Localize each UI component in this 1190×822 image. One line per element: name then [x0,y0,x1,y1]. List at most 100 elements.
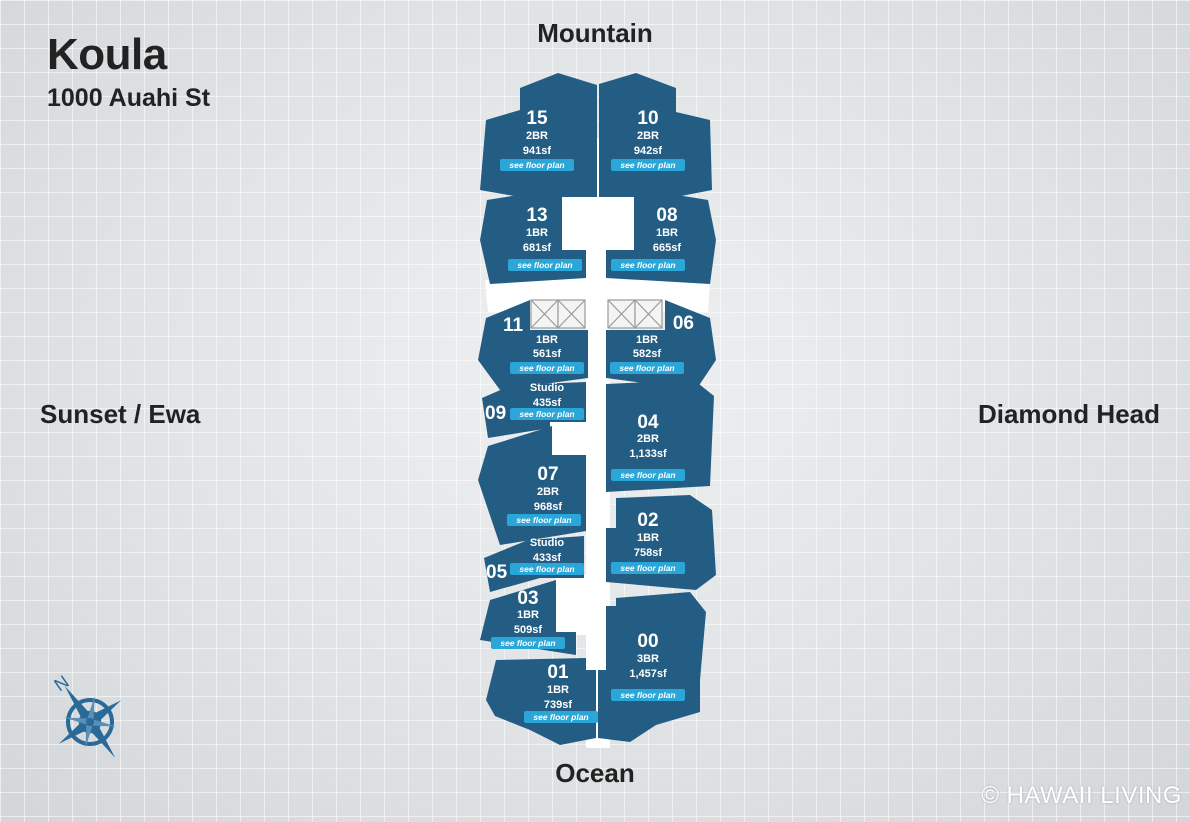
see-floor-plan-button[interactable]: see floor plan [611,259,685,271]
see-floor-plan-button[interactable]: see floor plan [510,362,584,374]
see-floor-plan-button[interactable]: see floor plan [524,711,598,723]
unit-number: 02 [637,510,658,531]
unit-type: 3BR [637,653,659,665]
floor-plan-button-label[interactable]: see floor plan [519,409,574,419]
floor-plan-button-bg[interactable] [611,689,685,701]
floor-plan-button-bg[interactable] [500,159,574,171]
floor-plan-button-label[interactable]: see floor plan [519,363,574,373]
unit-type: 2BR [537,486,559,498]
floor-plan-button-label[interactable]: see floor plan [519,564,574,574]
unit-type: Studio [530,382,564,394]
unit-size: 942sf [634,145,662,157]
see-floor-plan-button[interactable]: see floor plan [611,469,685,481]
floor-plan-button-bg[interactable] [510,362,584,374]
floor-plan-button-label[interactable]: see floor plan [620,563,675,573]
unit-type: 1BR [636,334,658,346]
direction-diamond-head: Diamond Head [977,399,1160,429]
see-floor-plan-button[interactable]: see floor plan [510,408,584,420]
floor-plan-button-bg[interactable] [611,259,685,271]
unit-type: 1BR [536,334,558,346]
building-name: Koula [47,30,167,79]
see-floor-plan-button[interactable]: see floor plan [611,689,685,701]
floor-plan-button-bg[interactable] [510,408,584,420]
unit-size: 665sf [653,242,681,254]
floor-plan-button-label[interactable]: see floor plan [619,363,674,373]
unit-03[interactable] [480,580,576,655]
unit-size: 1,133sf [629,448,667,460]
unit-number: 15 [526,108,548,129]
unit-02[interactable] [606,495,716,590]
unit-number: 09 [485,403,506,424]
unit-01[interactable] [486,658,596,745]
floor-plan-button-bg[interactable] [508,259,582,271]
see-floor-plan-button[interactable]: see floor plan [611,159,685,171]
see-floor-plan-button[interactable]: see floor plan [510,563,584,575]
unit-number: 08 [656,205,677,226]
direction-sunset-ewa: Sunset / Ewa [40,399,201,429]
floor-plan-button-label[interactable]: see floor plan [533,712,588,722]
unit-size: 509sf [514,624,542,636]
unit-type: 2BR [637,130,659,142]
see-floor-plan-button[interactable]: see floor plan [491,637,565,649]
unit-number: 13 [526,205,547,226]
unit-size: 968sf [534,501,562,513]
unit-number: 10 [637,108,658,129]
floor-plan-button-label[interactable]: see floor plan [620,160,675,170]
floor-plan-button-bg[interactable] [611,469,685,481]
watermark: © HAWAII LIVING [981,782,1182,809]
see-floor-plan-button[interactable]: see floor plan [508,259,582,271]
floor-plan-button-bg[interactable] [507,514,581,526]
unit-type: 2BR [637,433,659,445]
floor-plan-button-bg[interactable] [510,563,584,575]
floor-plan-button-bg[interactable] [491,637,565,649]
unit-00[interactable] [598,592,706,742]
floor-plan-button-label[interactable]: see floor plan [620,690,675,700]
unit-size: 433sf [533,552,561,564]
unit-size: 941sf [523,145,551,157]
unit-type: Studio [530,537,564,549]
floor-plan-button-label[interactable]: see floor plan [620,470,675,480]
unit-type: 1BR [656,227,678,239]
floor-plan-button-label[interactable]: see floor plan [509,160,564,170]
floor-plan-button-label[interactable]: see floor plan [517,260,572,270]
floor-plan-button-label[interactable]: see floor plan [500,638,555,648]
see-floor-plan-button[interactable]: see floor plan [610,362,684,374]
see-floor-plan-button[interactable]: see floor plan [611,562,685,574]
direction-ocean: Ocean [555,758,635,788]
floor-plan-button-label[interactable]: see floor plan [516,515,571,525]
elevator-boxes [530,299,663,329]
floor-plan-button-label[interactable]: see floor plan [620,260,675,270]
unit-04[interactable] [606,380,714,492]
unit-number: 06 [673,313,694,334]
see-floor-plan-button[interactable]: see floor plan [507,514,581,526]
floor-plan-button-bg[interactable] [611,159,685,171]
building-address: 1000 Auahi St [47,84,211,112]
unit-size: 1,457sf [629,668,667,680]
unit-type: 1BR [547,684,569,696]
floor-plan-button-bg[interactable] [610,362,684,374]
unit-type: 2BR [526,130,548,142]
unit-type: 1BR [517,609,539,621]
floor-plan-button-bg[interactable] [611,562,685,574]
unit-number: 11 [503,315,524,336]
unit-type: 1BR [637,532,659,544]
unit-size: 561sf [533,348,561,360]
unit-type: 1BR [526,227,548,239]
unit-number: 03 [517,588,538,609]
see-floor-plan-button[interactable]: see floor plan [500,159,574,171]
floor-plan-button-bg[interactable] [524,711,598,723]
unit-size: 758sf [634,547,662,559]
unit-number: 05 [486,562,508,583]
